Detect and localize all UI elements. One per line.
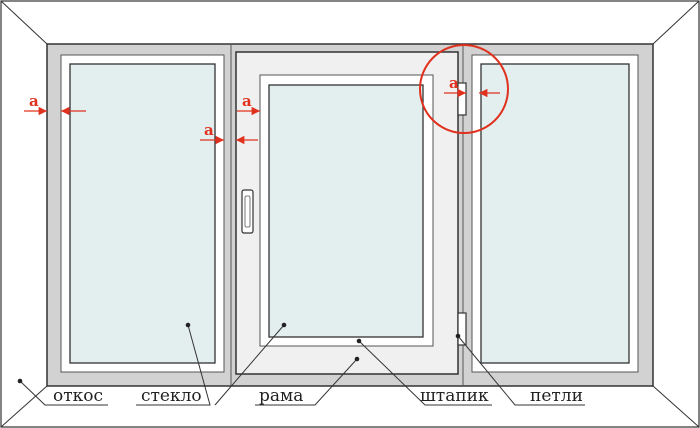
- dimension-label-a-3: a: [204, 121, 214, 139]
- label-slope: откос: [53, 386, 103, 406]
- label-hinges: петли: [530, 386, 583, 406]
- left-fixed-pane: [60, 54, 225, 373]
- sash-glass: [268, 84, 424, 338]
- leader-dots: [17, 322, 461, 384]
- right-glass: [480, 63, 630, 364]
- leader-lines: [19, 324, 585, 406]
- dimension-label-a-2: a: [242, 92, 252, 110]
- dimension-label-a-1: a: [29, 92, 39, 110]
- label-bead: штапик: [420, 386, 489, 406]
- left-glass: [69, 63, 216, 364]
- hinge-bottom-icon: [457, 312, 467, 346]
- highlight-circle: [419, 44, 509, 134]
- label-frame: рама: [259, 386, 303, 406]
- dimension-marks: [24, 88, 500, 145]
- right-fixed-pane: [471, 54, 639, 373]
- dimension-label-a-4: a: [449, 74, 459, 92]
- handle-icon: [241, 189, 254, 234]
- label-glass: стекло: [141, 386, 202, 406]
- center-opening-sash: [235, 51, 467, 375]
- handle-slot-icon: [244, 195, 251, 228]
- hinge-top-icon: [457, 82, 467, 116]
